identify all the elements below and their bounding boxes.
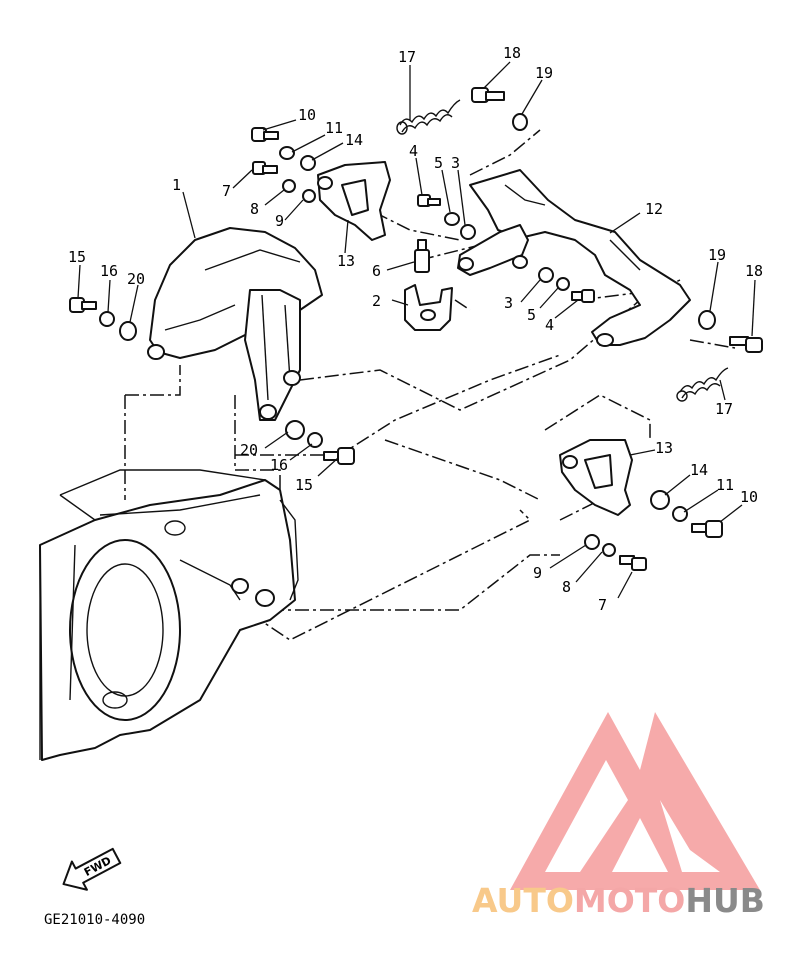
- part-14-collar-right: [650, 490, 670, 510]
- callout-5-upper: 5: [434, 154, 443, 172]
- callout-4-lower: 4: [545, 316, 554, 334]
- part-12-lever-plate: [469, 169, 691, 347]
- part-9-nut-lower: [584, 534, 600, 550]
- callout-8-upper: 8: [250, 200, 259, 218]
- callout-15-left: 15: [68, 248, 86, 266]
- part-10-bolt-upper: [251, 127, 279, 142]
- callout-7-lower: 7: [598, 596, 607, 614]
- callout-13-upper: 13: [337, 252, 355, 270]
- part-19-collar-right: [698, 310, 716, 330]
- part-1-cover: [147, 227, 323, 360]
- callout-13-lower: 13: [655, 439, 673, 457]
- callout-6: 6: [372, 262, 381, 280]
- gear-case-housing: [39, 469, 299, 761]
- callout-3-lower: 3: [504, 294, 513, 312]
- part-17-spring-upper: [396, 99, 461, 135]
- callout-15-center: 15: [295, 476, 313, 494]
- callout-20-center: 20: [240, 441, 258, 459]
- callout-20-left: 20: [127, 270, 145, 288]
- part-5-washer-lower: [556, 277, 570, 291]
- callout-17-upper: 17: [398, 48, 416, 66]
- part-5-washer-upper: [444, 212, 460, 226]
- part-14-collar-upper: [300, 155, 316, 171]
- part-15-bolt-center: [323, 447, 355, 465]
- part-3-collar-lower: [538, 267, 554, 283]
- part-4-bolt-upper: [417, 194, 441, 207]
- callout-numbers: 1 2 3 3 4 4 5 5 6 7 7 8 8 9 9 10 10 11 1…: [68, 44, 763, 614]
- part-7-bolt-upper: [252, 161, 278, 175]
- drawing-code: GE21010-4090: [44, 912, 145, 928]
- watermark-text: AUTOMOTOHUB: [472, 881, 765, 920]
- part-8-washer-upper: [282, 179, 296, 193]
- watermark-moto: MOTO: [574, 881, 685, 920]
- part-18-bolt-right: [729, 336, 763, 353]
- callout-2: 2: [372, 292, 381, 310]
- part-15-bolt-left: [69, 297, 97, 313]
- callout-3-upper: 3: [451, 154, 460, 172]
- part-13-lower-plate: [559, 439, 633, 516]
- callout-1: 1: [172, 176, 181, 194]
- part-11-washer-upper: [279, 146, 295, 160]
- part-13-upper-plate: [317, 161, 391, 241]
- part-16-washer-center: [307, 432, 323, 448]
- bolt-hardware: [69, 87, 763, 571]
- part-20-collar-center: [285, 420, 305, 440]
- callout-18-upper: 18: [503, 44, 521, 62]
- part-17-spring-lower: [676, 367, 729, 402]
- automotohub-logo-mark: [510, 712, 760, 890]
- part-8-washer-lower: [602, 543, 616, 557]
- part-16-washer-left: [99, 311, 115, 327]
- callout-16-center: 16: [270, 456, 288, 474]
- callout-leaders: [77, 61, 756, 599]
- part-2-clip: [404, 284, 453, 331]
- callout-7-upper: 7: [222, 182, 231, 200]
- callout-14-upper: 14: [345, 131, 363, 149]
- part-9-nut-upper: [302, 189, 316, 203]
- part-4-bolt-lower: [571, 289, 595, 303]
- callout-18-lower: 18: [745, 262, 763, 280]
- part-18-bolt-upper: [471, 87, 505, 103]
- part-19-collar-upper: [512, 113, 528, 131]
- part-20-collar-left: [119, 321, 137, 341]
- callout-11-upper: 11: [325, 119, 343, 137]
- part-10-bolt-right: [691, 520, 723, 538]
- callout-12: 12: [645, 200, 663, 218]
- watermark-auto: AUTO: [472, 881, 574, 920]
- fwd-arrow-icon: FWD: [62, 847, 122, 891]
- callout-10-lower: 10: [740, 488, 758, 506]
- callout-19-upper: 19: [535, 64, 553, 82]
- callout-11-lower: 11: [716, 476, 734, 494]
- callout-14-lower: 14: [690, 461, 708, 479]
- part-7-bolt-lower: [619, 555, 647, 571]
- part-3-collar-upper: [460, 224, 476, 240]
- watermark-hub: HUB: [685, 881, 765, 920]
- mounting-bracket: [244, 289, 301, 421]
- callout-9-lower: 9: [533, 564, 542, 582]
- callout-17-lower: 17: [715, 400, 733, 418]
- callout-19-lower: 19: [708, 246, 726, 264]
- part-6-grease-fitting: [414, 239, 430, 273]
- linkage-arm: [457, 224, 529, 276]
- callout-16-left: 16: [100, 262, 118, 280]
- callout-4-upper: 4: [409, 142, 418, 160]
- callout-8-lower: 8: [562, 578, 571, 596]
- callout-5-lower: 5: [527, 306, 536, 324]
- callout-9-upper: 9: [275, 212, 284, 230]
- part-11-washer-right: [672, 506, 688, 522]
- callout-10-upper: 10: [298, 106, 316, 124]
